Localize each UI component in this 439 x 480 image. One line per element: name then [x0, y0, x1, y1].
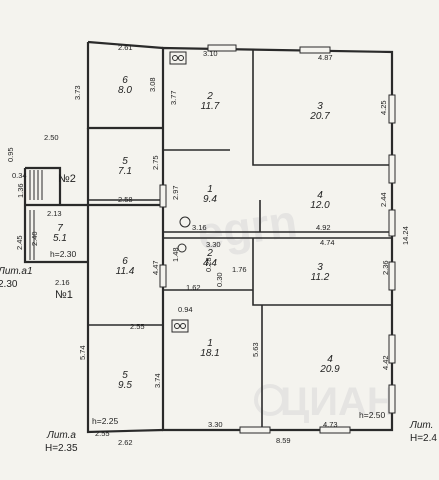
dimension: 2.16 — [55, 278, 70, 287]
dimension: 4.25 — [379, 100, 388, 115]
lit-a-height: H=2.35 — [45, 443, 78, 454]
dimension: 3.10 — [203, 49, 218, 58]
room-area: 11.2 — [311, 272, 330, 283]
dimension: 14.24 — [401, 226, 410, 245]
height-label: h=2.25 — [92, 416, 119, 426]
dimension: 5.74 — [78, 345, 87, 360]
dimension: 0.34 — [12, 171, 27, 180]
room-num: 2 — [206, 91, 213, 102]
dimension: 0.95 — [6, 147, 15, 162]
room-num: 7 — [57, 223, 63, 234]
dimension: 2.13 — [47, 209, 62, 218]
heights: h=2.30 h=2.25 h=2.50 — [50, 249, 386, 426]
dimension: 0.28 — [204, 257, 213, 272]
height-label: h=2.50 — [359, 410, 386, 420]
dimension: 0.30 — [215, 272, 224, 287]
entrances: №2 №1 — [55, 173, 76, 301]
dimension-labels: 2.61 3.10 4.87 3.73 3.08 3.77 4.25 2.50 … — [6, 43, 410, 447]
room-num: 3 — [317, 101, 323, 112]
lit-a-name: Лит.а — [46, 430, 76, 441]
dimension: 1.48 — [171, 247, 180, 262]
room-area: 4.4 — [203, 258, 217, 269]
dimension: 1.36 — [16, 183, 25, 198]
dimension: 2.58 — [118, 195, 133, 204]
dimension: 2.62 — [118, 438, 133, 447]
dimension: 2.55 — [130, 322, 145, 331]
fixtures — [29, 51, 191, 333]
windows — [159, 44, 396, 434]
room-area: 5.1 — [53, 233, 67, 244]
dimension: 4.42 — [381, 355, 390, 370]
dimension: 4.47 — [151, 260, 160, 275]
dimension: 3.30 — [208, 420, 223, 429]
height-label: h=2.30 — [50, 249, 77, 259]
room-num: 1 — [207, 184, 213, 195]
room-area: 8.0 — [118, 85, 132, 96]
room-num: 2 — [206, 248, 213, 259]
lit-right-name: Лит. — [409, 420, 433, 431]
watermark: egrn ЦИАН — [194, 195, 396, 424]
room-num: 6 — [122, 256, 128, 267]
dimension: 4.87 — [318, 53, 333, 62]
dimension: 2.36 — [381, 260, 390, 275]
dimension: 5.63 — [251, 342, 260, 357]
room-area: 20.7 — [309, 111, 330, 122]
watermark-cian: ЦИАН — [280, 380, 396, 424]
dimension: 3.30 — [206, 240, 221, 249]
room-area: 18.1 — [200, 348, 219, 359]
inner-walls — [88, 50, 392, 430]
dimension: 2.44 — [379, 192, 388, 207]
dimension: 8.59 — [276, 436, 291, 445]
dimension: 4.74 — [320, 238, 335, 247]
stove-icon-2 — [171, 319, 189, 333]
dimension: 2.40 — [30, 231, 39, 246]
dimension: 3.08 — [148, 77, 157, 92]
entrance-label: №1 — [55, 289, 73, 301]
sink-icon-2 — [177, 243, 187, 253]
dimension: 4.92 — [316, 223, 331, 232]
room-num: 4 — [327, 354, 333, 365]
watermark-logo-icon — [254, 384, 286, 416]
lit-labels: Лит.а1 2.30 Лит.а H=2.35 Лит. H=2.4 — [0, 266, 437, 454]
room-area: 9.5 — [118, 380, 132, 391]
room-area: 11.4 — [116, 266, 135, 277]
dimension: 1.76 — [232, 265, 247, 274]
lit-a1-name: Лит.а1 — [0, 266, 33, 277]
room-num: 4 — [317, 190, 323, 201]
dimension: 2.61 — [118, 43, 133, 52]
sink-icon — [179, 216, 191, 228]
room-labels: 6 8.0 2 11.7 3 20.7 5 7.1 1 9.4 4 12.0 7… — [53, 75, 340, 391]
stove-icon — [169, 51, 187, 65]
room-area: 12.0 — [310, 200, 330, 211]
dimension: 1.62 — [186, 283, 201, 292]
dimension: 2.50 — [44, 133, 59, 142]
room-num: 3 — [317, 262, 323, 273]
dimension: 2.97 — [171, 185, 180, 200]
room-num: 5 — [122, 156, 128, 167]
walls — [23, 40, 394, 434]
room-num: 1 — [207, 338, 213, 349]
dimension: 3.16 — [192, 223, 207, 232]
dimension: 3.73 — [73, 85, 82, 100]
dimension: 3.74 — [153, 373, 162, 388]
dimension: 4.73 — [323, 420, 338, 429]
room-area: 11.7 — [201, 101, 220, 112]
entrance-label: №2 — [58, 173, 76, 185]
room-area: 9.4 — [203, 194, 217, 205]
room-num: 5 — [122, 370, 128, 381]
dimension: 2.45 — [15, 235, 24, 250]
lit-right-height: H=2.4 — [410, 433, 437, 444]
dimension: 3.77 — [169, 90, 178, 105]
room-area: 20.9 — [319, 364, 340, 375]
lit-a1-height: 2.30 — [0, 279, 18, 290]
dimension: 0.94 — [178, 305, 193, 314]
room-area: 7.1 — [118, 166, 132, 177]
room-num: 6 — [122, 75, 128, 86]
dimension: 2.55 — [95, 429, 110, 438]
dimension: 2.75 — [151, 155, 160, 170]
